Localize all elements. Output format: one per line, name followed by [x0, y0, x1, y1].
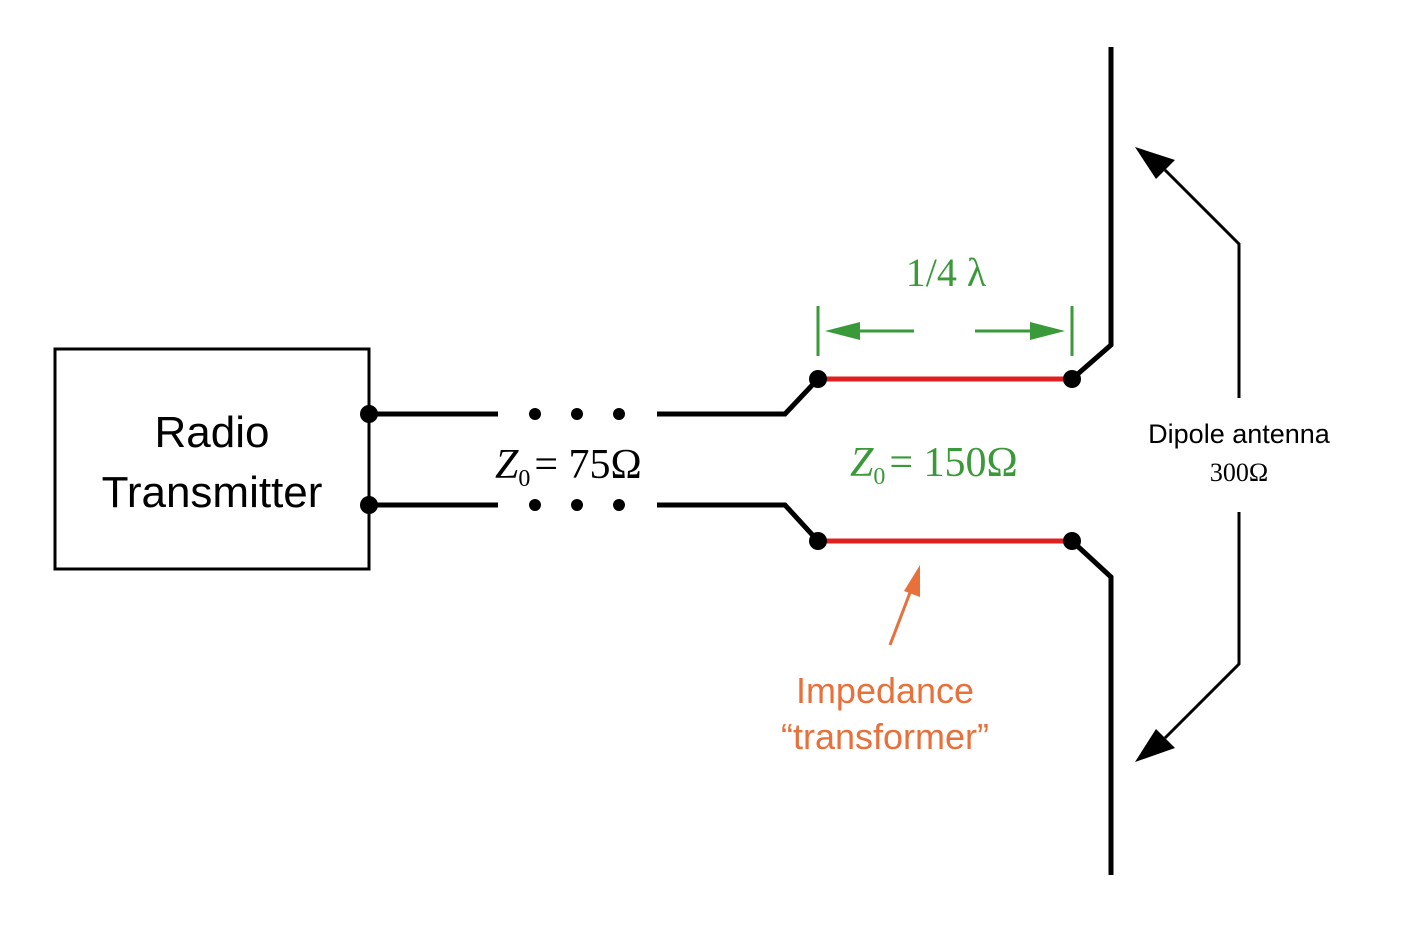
- antenna-lower-element: [1070, 539, 1114, 875]
- dot: [613, 408, 625, 420]
- transformer-terminal: [1063, 532, 1081, 550]
- quarter-wave-dimension: [816, 306, 1074, 356]
- annotation-label-line1: Impedance: [796, 670, 974, 711]
- dipole-antenna: [1070, 47, 1114, 875]
- feed-line-75: [369, 377, 820, 543]
- antenna-upper-element: [1070, 47, 1114, 381]
- dot: [571, 408, 583, 420]
- terminals: [360, 370, 1081, 550]
- transmitter-terminal-bottom: [360, 496, 378, 514]
- dimension-arrow-right-head: [1030, 322, 1065, 340]
- bracket-lower: [1163, 512, 1241, 740]
- transformer-annotation: Impedance “transformer”: [781, 565, 989, 757]
- annotation-label-line2: “transformer”: [781, 716, 989, 757]
- transmitter-terminal-top: [360, 405, 378, 423]
- transmitter-label-line2: Transmitter: [102, 468, 323, 517]
- antenna-impedance-bracket: [1163, 168, 1241, 740]
- antenna-label: Dipole antenna: [1148, 419, 1331, 449]
- transformer-terminal: [809, 532, 827, 550]
- feed-bottom-wire-right: [657, 502, 820, 543]
- annotation-arrow-shaft: [888, 589, 913, 646]
- transmitter-box: [53, 347, 371, 571]
- continuation-dots: [529, 408, 625, 511]
- quarter-wave-transformer: [818, 376, 1072, 544]
- bracket-lower-arrowhead: [1135, 729, 1175, 762]
- impedance-label-150: Z0= 150Ω: [850, 440, 1018, 490]
- bracket-upper: [1163, 168, 1241, 398]
- radio-transmitter: Radio Transmitter: [53, 347, 371, 571]
- dot: [571, 499, 583, 511]
- transformer-terminal: [809, 370, 827, 388]
- impedance-label-75: Z0= 75Ω: [495, 442, 642, 492]
- dot: [529, 408, 541, 420]
- dot: [613, 499, 625, 511]
- transformer-terminal: [1063, 370, 1081, 388]
- quarter-wave-label: 1/4 λ: [906, 250, 987, 295]
- feed-top-wire-right: [657, 377, 820, 417]
- bracket-upper-arrowhead: [1135, 147, 1175, 179]
- dot: [529, 499, 541, 511]
- annotation-arrow-head: [904, 565, 920, 597]
- dimension-arrow-left-head: [825, 322, 860, 340]
- transmitter-label-line1: Radio: [155, 408, 270, 457]
- antenna-impedance-label: 300Ω: [1210, 458, 1268, 487]
